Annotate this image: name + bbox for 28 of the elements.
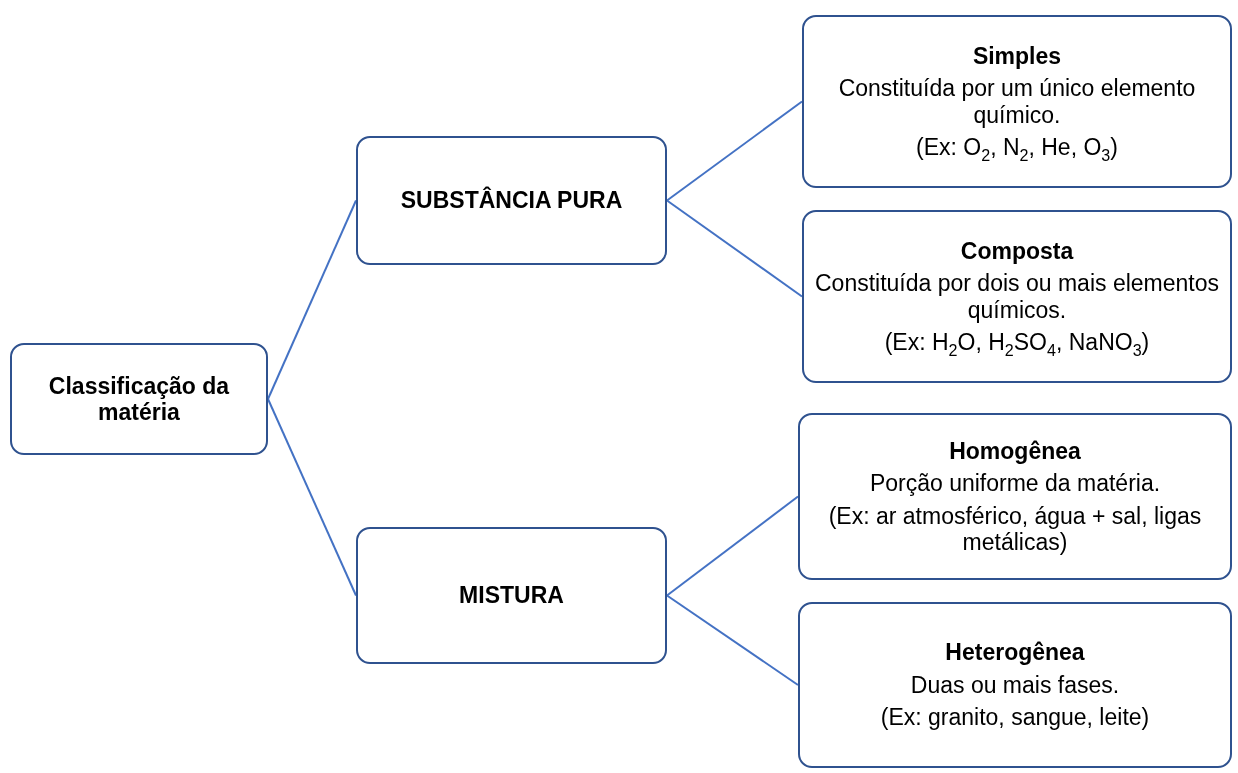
connector-line (666, 594, 799, 686)
heading: Simples (972, 42, 1062, 70)
connector-line (267, 398, 357, 597)
heading: Homogênea (949, 437, 1081, 465)
example-text: (Ex: H$_{2}$O, H$_{2}$SO$_{4}$, NaNO$_{3}$) (884, 328, 1150, 356)
description: Porção uniforme da matéria. (869, 470, 1161, 497)
connector-line (666, 495, 799, 597)
heading: SUBSTÂNCIA PURA (400, 187, 623, 214)
category-box (356, 136, 667, 265)
description: Duas ou mais fases. (910, 671, 1120, 699)
category-card (798, 413, 1232, 580)
connector-line (666, 100, 803, 202)
heading: Composta (960, 237, 1074, 265)
category-card (802, 210, 1232, 383)
connector-line (267, 199, 357, 400)
category-card (798, 602, 1232, 768)
heading: MISTURA (459, 582, 564, 609)
heading: Classificação da matéria (47, 372, 231, 426)
example-text: (Ex: O$_{2}$, N$_{2}$, He, O$_{3}$) (916, 133, 1118, 161)
example-text: (Ex: granito, sangue, leite) (880, 704, 1150, 731)
example-text: (Ex: ar atmosférico, água + sal, ligas metálicas) (827, 502, 1203, 556)
description: Constituída por dois ou mais elementos químicos. (814, 270, 1220, 323)
category-box (10, 343, 268, 455)
category-box (356, 527, 667, 664)
connector-line (666, 199, 803, 298)
category-card (802, 15, 1232, 188)
heading: Heterogênea (945, 639, 1085, 666)
description: Constituída por um único elemento químico. (837, 75, 1197, 128)
